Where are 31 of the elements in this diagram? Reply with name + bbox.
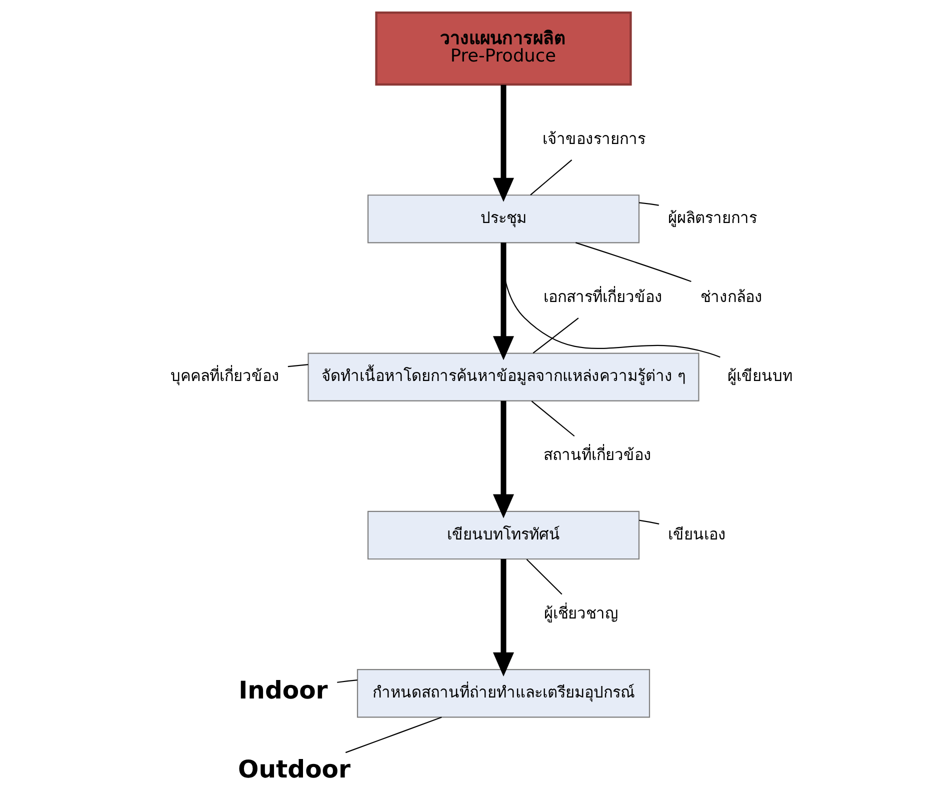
connector: [500, 242, 720, 358]
arrow: [492, 84, 514, 202]
node-text: ผู้ผลิตรายการ: [668, 208, 757, 227]
connector: [530, 400, 574, 437]
connector: [344, 716, 442, 754]
connector: [638, 202, 658, 206]
connector: [638, 520, 659, 525]
connector: [336, 680, 357, 683]
node-text: Outdoor: [238, 754, 350, 784]
node-text: ผู้เชี่ยวชาญ: [543, 604, 618, 622]
node-box: วางแผนการผลิต Pre-Produce: [374, 12, 632, 86]
node-box: กำหนดสถานที่ถ่ายทำและเตรียมอุปกรณ์: [356, 669, 650, 718]
node-text: เจ้าของรายการ: [542, 130, 646, 148]
node-text: Indoor: [238, 675, 328, 704]
connector: [526, 559, 562, 595]
node-box: จัดทำเนื้อหาโดยการค้นหาข้อมูลจากแหล่งความรู้ต่าง ๆ: [307, 352, 699, 402]
node-text: สถานที่เกี่ยวข้อง: [543, 446, 652, 464]
arrow: [492, 400, 514, 518]
connector: [532, 318, 578, 354]
arrow: [492, 242, 514, 360]
connector: [575, 242, 691, 282]
node-text: ช่างกล้อง: [700, 288, 762, 306]
node-text: เอกสารที่เกี่ยวข้อง: [543, 288, 662, 306]
node-box: ประชุม: [366, 194, 640, 244]
arrow: [492, 559, 514, 676]
connector: [530, 160, 572, 196]
connector: [287, 364, 308, 368]
node-text: ผู้เขียนบท: [727, 367, 792, 386]
node-text: เขียนเอง: [668, 525, 726, 544]
node-box: เขียนบทโทรทัศน์: [366, 510, 640, 560]
node-text: บุคคลที่เกี่ยวข้อง: [170, 367, 279, 386]
